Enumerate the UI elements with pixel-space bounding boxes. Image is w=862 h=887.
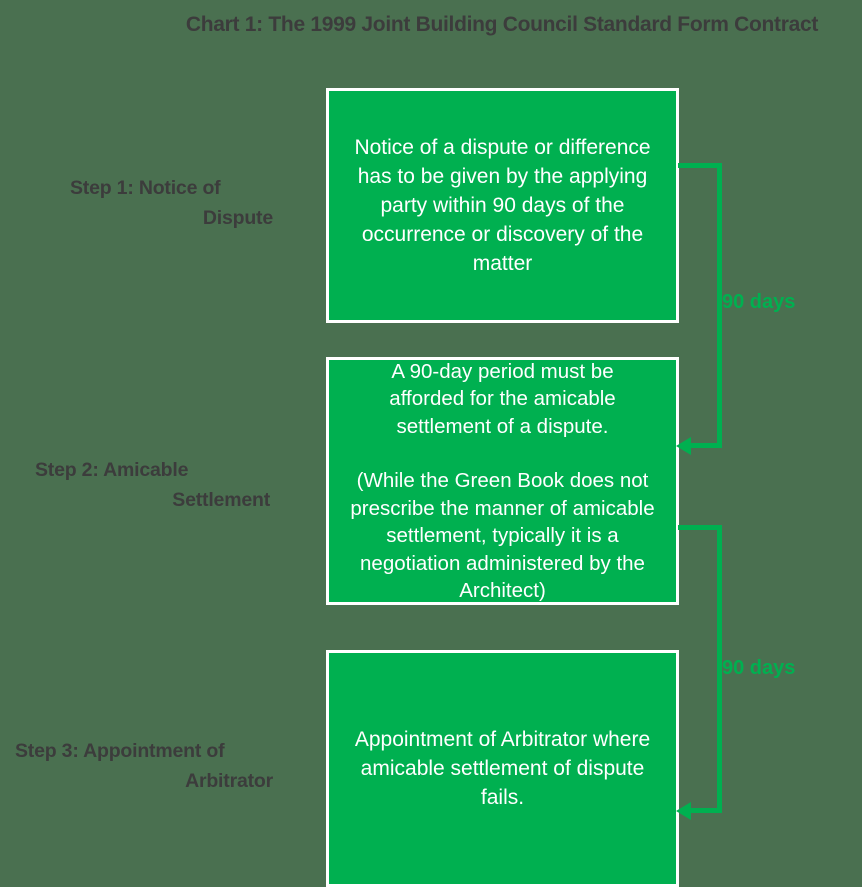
- step-3-label-line-1: Step 3: Appointment of: [15, 740, 225, 762]
- connector-1-horizontal-out-segment: [678, 163, 722, 168]
- step-2-label-line-2: Settlement: [172, 489, 270, 511]
- step-1-label-line-1: Step 1: Notice of: [70, 177, 221, 199]
- step-2-label-line-1: Step 2: Amicable: [35, 459, 189, 481]
- connector-1-arrowhead-left-icon: [676, 437, 691, 455]
- step-2-box-text-paragraph-2: (While the Green Book does not prescribe…: [350, 469, 655, 602]
- step-3-box: Appointment of Arbitrator where amicable…: [326, 650, 679, 887]
- step-3-label-line-2: Arbitrator: [185, 770, 273, 792]
- connector-2-arrowhead-left-icon: [676, 802, 691, 820]
- step-1-box: Notice of a dispute or difference has to…: [326, 88, 679, 323]
- step-2-box-text-paragraph-1: A 90-day period must be afforded for the…: [389, 359, 616, 438]
- step-3-box-text: Appointment of Arbitrator where amicable…: [354, 728, 651, 809]
- connector-1-90-days-label: 90 days: [722, 291, 796, 313]
- connector-1-vertical-segment: [717, 163, 722, 448]
- connector-2-vertical-segment: [717, 525, 722, 813]
- connector-2-90-days-label: 90 days: [722, 657, 796, 679]
- connector-1-horizontal-back-segment: [690, 443, 722, 448]
- chart-title: Chart 1: The 1999 Joint Building Council…: [185, 13, 819, 36]
- step-1-box-text: Notice of a dispute or difference has to…: [354, 136, 651, 275]
- step-2-box: A 90-day period must be afforded for the…: [326, 357, 679, 605]
- connector-2-horizontal-out-segment: [678, 525, 722, 530]
- connector-2-horizontal-back-segment: [690, 808, 722, 813]
- step-1-label-line-2: Dispute: [202, 207, 273, 229]
